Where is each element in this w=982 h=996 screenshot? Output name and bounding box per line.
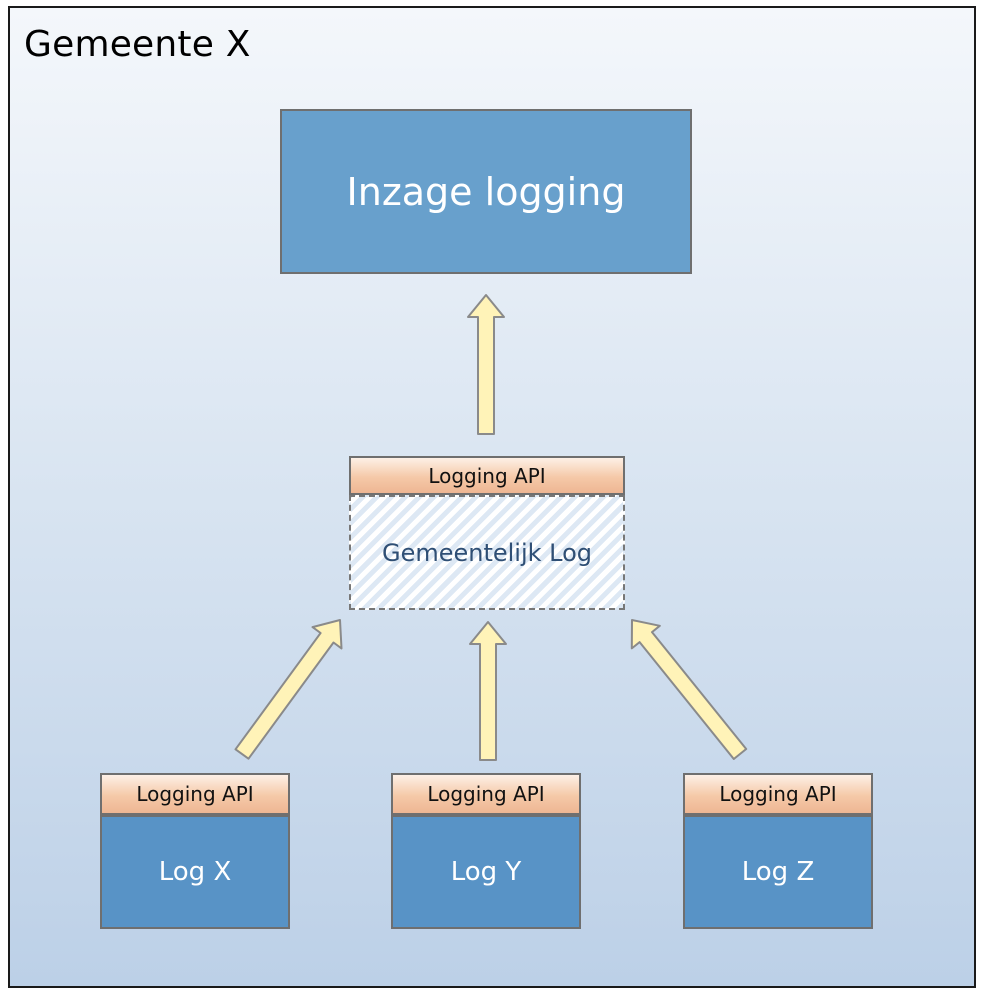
central-logging-api: Logging API bbox=[349, 456, 625, 495]
log-y-box: Log Y bbox=[391, 815, 581, 929]
log-y-api: Logging API bbox=[391, 773, 581, 815]
log-x-api: Logging API bbox=[100, 773, 290, 815]
gemeentelijk-log-box: Gemeentelijk Log bbox=[349, 495, 625, 610]
inzage-logging-box: Inzage logging bbox=[280, 109, 692, 274]
frame-title: Gemeente X bbox=[24, 24, 251, 65]
log-z-api: Logging API bbox=[683, 773, 873, 815]
log-z-box: Log Z bbox=[683, 815, 873, 929]
log-x-box: Log X bbox=[100, 815, 290, 929]
